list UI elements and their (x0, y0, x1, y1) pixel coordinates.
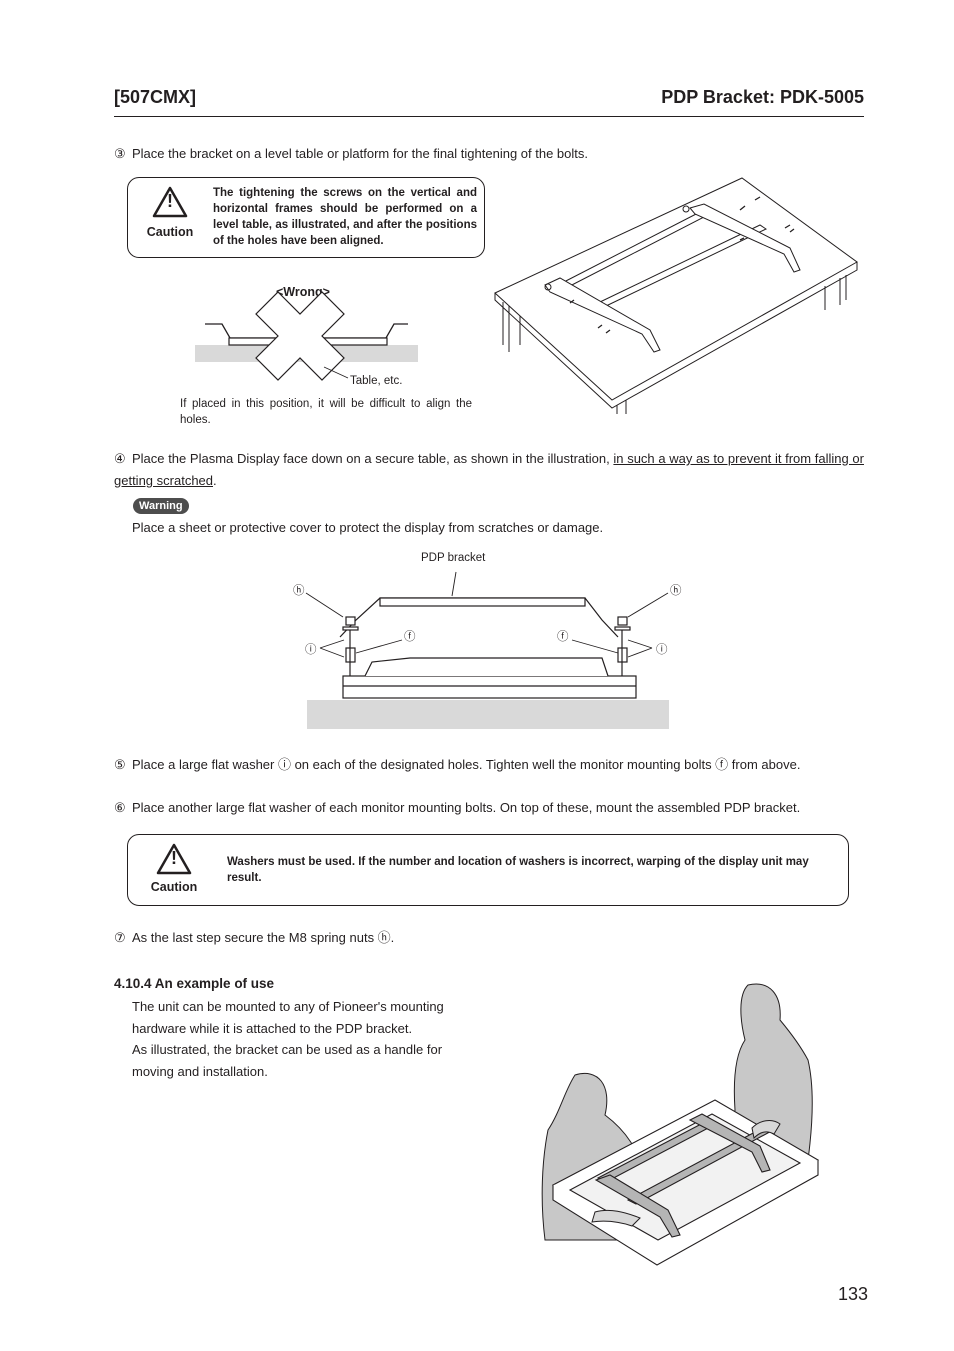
step-text: Place the Plasma Display face down on a … (132, 451, 614, 466)
caution-icon: ! (148, 843, 200, 880)
step-number: ⑤ (114, 757, 126, 772)
warning-text: Place a sheet or protective cover to pro… (132, 520, 604, 535)
section-para-1: The unit can be mounted to any of Pionee… (132, 999, 444, 1036)
step-6: ⑥ Place another large flat washer of each… (114, 797, 866, 819)
step-number: ③ (114, 146, 126, 161)
warning-badge: Warning (133, 498, 189, 514)
caution-text: The tightening the screws on the vertica… (213, 187, 477, 247)
table-label: Table, etc. (350, 375, 403, 387)
page-title: PDP Bracket: PDK-5005 (661, 87, 864, 107)
caution-label: Caution (146, 225, 194, 239)
section-para-2: As illustrated, the bracket can be used … (132, 1042, 443, 1079)
caution-box-1: ! Caution The tightening the screws on t… (127, 177, 485, 258)
wrong-note: If placed in this position, it will be d… (180, 398, 472, 426)
step-text: As the last step secure the M8 spring nu… (132, 930, 395, 945)
step-text-underlined: in such a way as to prevent it from fall… (114, 451, 864, 488)
step-4: ④ Place the Plasma Display face down on a… (114, 448, 864, 492)
step-number: ⑥ (114, 800, 126, 815)
step-text: Place a large flat washer ⓘ on each of t… (132, 757, 801, 772)
step-number: ④ (114, 451, 126, 466)
page-number: 133 (837, 1284, 868, 1304)
label-i-right: ⓘ (656, 644, 668, 656)
label-f-right: ⓕ (557, 631, 569, 643)
pdp-bracket-label: PDP bracket (421, 552, 486, 564)
step-7: ⑦ As the last step secure the M8 spring n… (114, 927, 864, 949)
label-f-left: ⓕ (404, 631, 416, 643)
document-code: [507CMX] (114, 87, 197, 107)
header-rule (114, 116, 864, 117)
caution-icon: ! (144, 186, 196, 223)
step-text: Place another large flat washer of each … (132, 800, 801, 815)
step-5: ⑤ Place a large flat washer ⓘ on each of … (114, 754, 866, 776)
step-text-end: . (213, 473, 217, 488)
step-3: ③ Place the bracket on a level table or p… (114, 143, 864, 165)
label-i-left: ⓘ (305, 644, 317, 656)
caution-box-2: ! Caution Washers must be used. If the n… (127, 834, 849, 906)
caution-label: Caution (150, 880, 198, 894)
step-number: ⑦ (114, 930, 126, 945)
step-text: Place the bracket on a level table or pl… (132, 146, 588, 161)
section-heading: 4.10.4 An example of use (114, 976, 275, 991)
caution-text: Washers must be used. If the number and … (227, 856, 809, 884)
label-h-left: ⓗ (293, 585, 305, 597)
label-h-right: ⓗ (670, 585, 682, 597)
wrong-title: <Wrong> (276, 285, 330, 299)
